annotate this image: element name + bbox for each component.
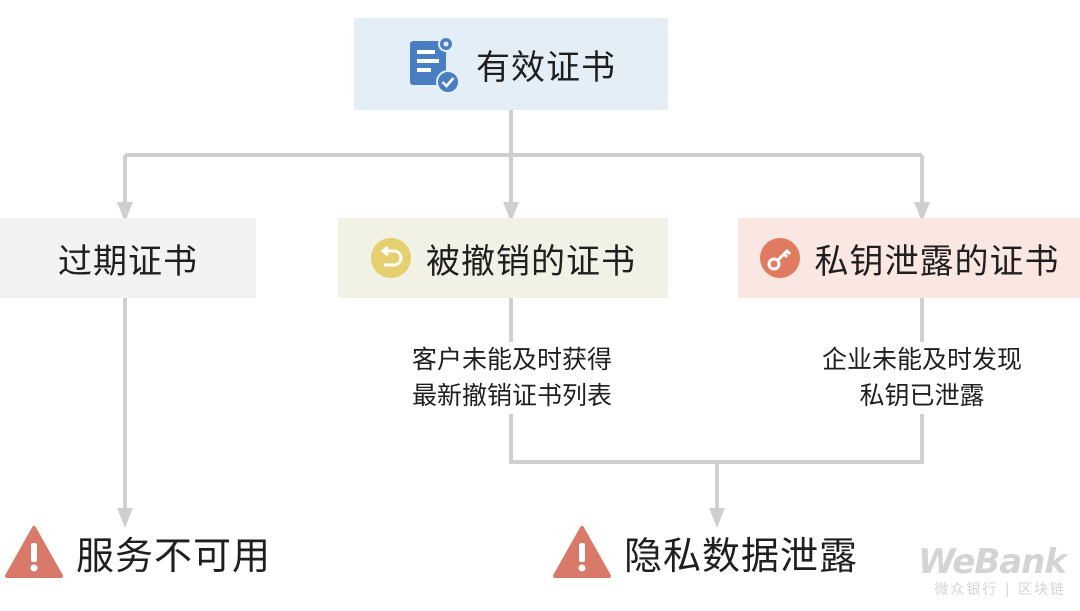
leaked-reason-line: 企业未能及时发现 <box>821 345 1022 374</box>
leaked-reason-line: 私钥已泄露 <box>859 381 985 410</box>
webank-watermark: WeBank 微众银行 | 区块链 <box>917 542 1067 599</box>
service-unavailable-outcome: 服务不可用 <box>4 524 271 580</box>
privacy-leak-outcome: 隐私数据泄露 <box>552 524 858 580</box>
revoked-certificate-node: 被撤销的证书 <box>338 218 668 298</box>
valid-certificate-node: 有效证书 <box>354 18 668 110</box>
revoke-icon <box>370 237 412 279</box>
certificate-icon <box>406 35 462 93</box>
valid-certificate-label: 有效证书 <box>476 47 616 88</box>
leaked-key-certificate-node: 私钥泄露的证书 <box>738 218 1080 298</box>
watermark-subtitle: 微众银行 | 区块链 <box>934 582 1066 598</box>
revoked-reason-note: 客户未能及时获得 最新撤销证书列表 <box>394 342 630 414</box>
expired-certificate-node: 过期证书 <box>0 218 256 298</box>
privacy-leak-label: 隐私数据泄露 <box>624 533 859 578</box>
revoked-certificate-label: 被撤销的证书 <box>426 241 636 282</box>
leaked-key-certificate-label: 私钥泄露的证书 <box>814 241 1060 282</box>
service-unavailable-label: 服务不可用 <box>76 533 272 578</box>
leaked-reason-note: 企业未能及时发现 私钥已泄露 <box>808 342 1036 414</box>
watermark-brand: WeBank <box>917 542 1067 582</box>
revoked-reason-line: 最新撤销证书列表 <box>411 381 612 410</box>
key-icon <box>759 237 801 279</box>
expired-certificate-label: 过期证书 <box>58 241 198 282</box>
warning-icon <box>553 526 611 578</box>
warning-icon <box>5 526 63 578</box>
revoked-reason-line: 客户未能及时获得 <box>411 345 612 374</box>
